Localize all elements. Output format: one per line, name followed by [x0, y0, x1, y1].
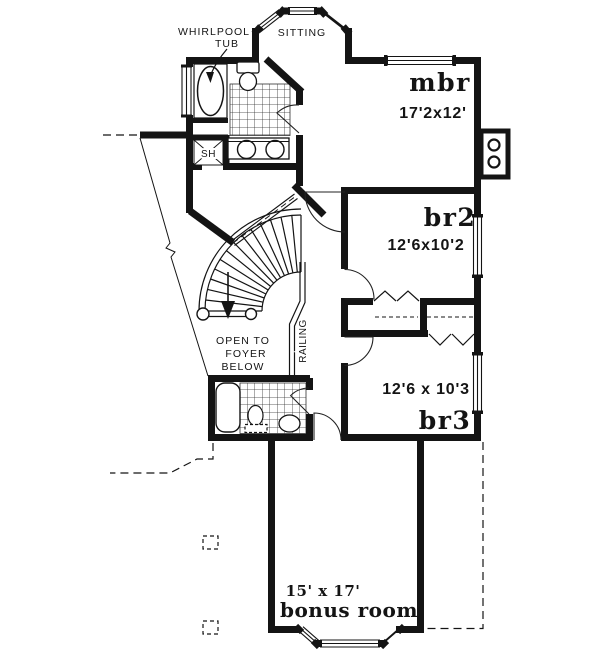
mbr-dims: 17'2x12' [399, 105, 466, 122]
railing-label: RAILING [298, 319, 309, 363]
toilet [236, 61, 260, 92]
whirlpool-tub [193, 63, 228, 119]
staircase [196, 208, 302, 321]
mbr-name: mbr [409, 68, 471, 97]
roof-valley-line [139, 137, 209, 377]
toilet-2 [244, 404, 268, 434]
door-swings [276, 104, 375, 441]
roof-outline-dashed [103, 134, 484, 630]
walls [140, 6, 481, 650]
chimney [478, 128, 511, 180]
attic-marker-squares [202, 535, 219, 635]
closet-details [373, 290, 475, 346]
bonus-dims: 15' x 17' [286, 582, 361, 600]
whirlpool-label-line2: TUB [215, 38, 239, 50]
stair-down-arrow [221, 272, 235, 319]
bonus-name: bonus room [280, 598, 418, 622]
whirlpool-arrow [206, 48, 228, 83]
shower-label: SH [201, 149, 216, 160]
br2-name: br2 [424, 203, 477, 232]
br2-dims: 12'6x10'2 [387, 237, 464, 254]
open-below-line2: FOYER [225, 348, 266, 360]
landing-railing [231, 193, 298, 246]
sink-2 [278, 414, 301, 433]
sitting-label: SITTING [278, 27, 326, 39]
bathtub-2 [215, 382, 241, 433]
hall-railing [288, 262, 306, 377]
br3-dims: 12'6 x 10'3 [382, 381, 470, 398]
shower [193, 139, 224, 166]
br3-name: br3 [419, 406, 472, 435]
open-below-line1: OPEN TO [216, 335, 270, 347]
whirlpool-label-line1: WHIRLPOOL [178, 26, 250, 38]
windows [181, 6, 483, 648]
open-below-line3: BELOW [222, 361, 265, 373]
double-vanity [227, 137, 290, 160]
